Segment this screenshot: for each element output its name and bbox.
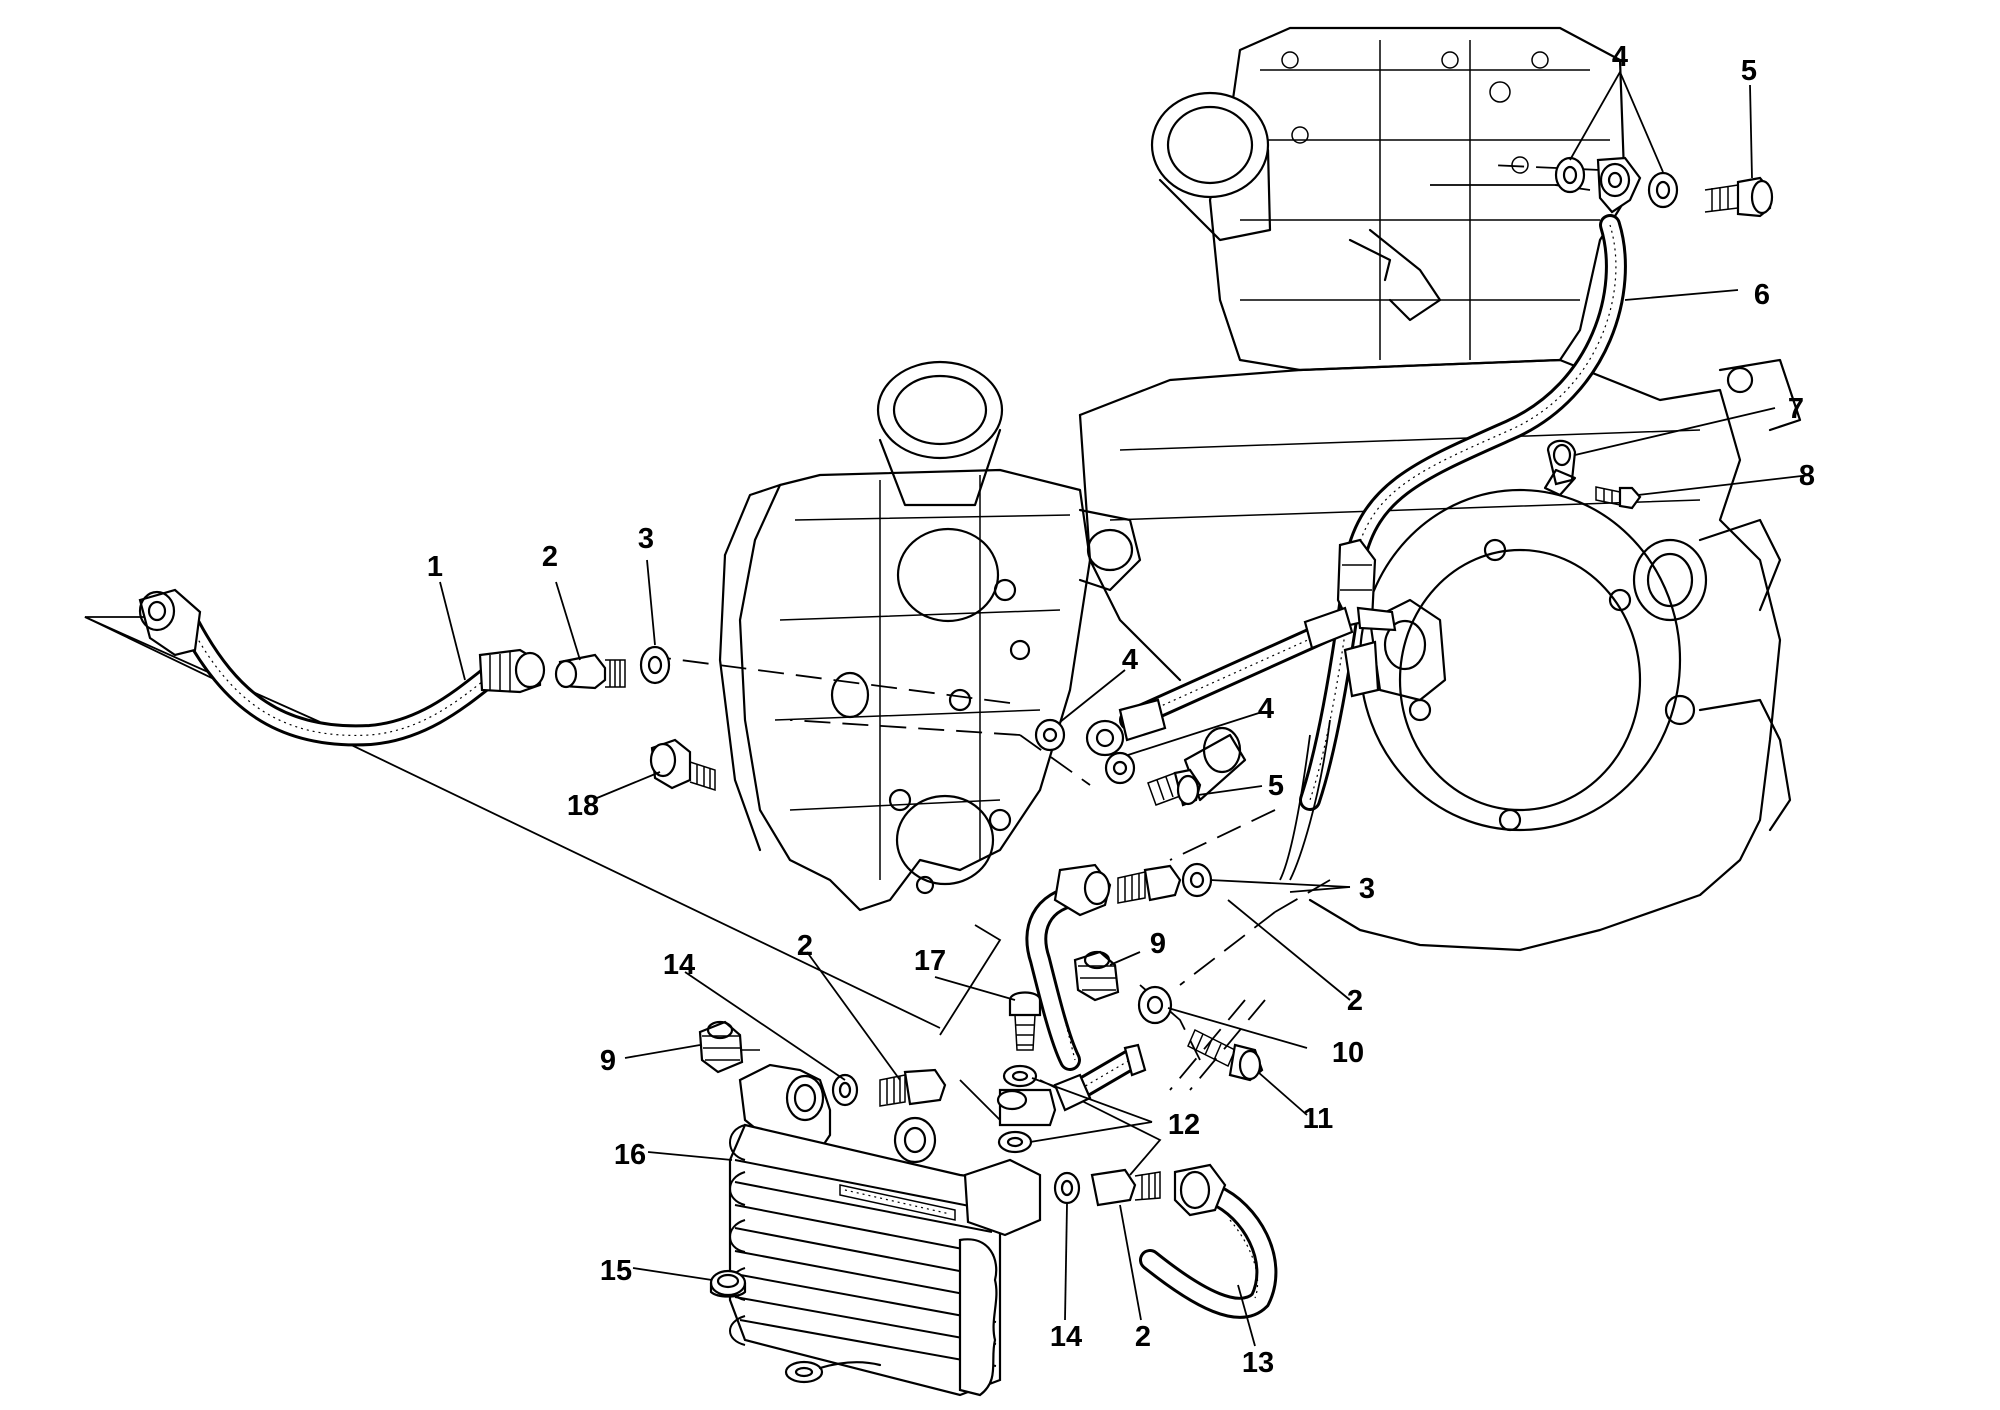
oil-hose-6 [1085,156,1642,881]
callout-4-top: 4 [1612,41,1628,73]
callout-14-lower: 14 [1050,1321,1082,1353]
banjo-bolt-5-upper [1704,176,1774,218]
rubber-grommet-15 [709,1269,747,1298]
callout-7: 7 [1788,393,1804,425]
callout-9-upper: 9 [1150,928,1166,960]
callout-15: 15 [600,1255,632,1287]
sealing-washer-14-upper [831,1073,859,1107]
screw-8 [1595,486,1642,510]
oil-hose-13 [1139,1163,1278,1319]
union-fitting-2-lower [1090,1168,1161,1207]
union-fitting-2-left [554,653,626,690]
banjo-12-elbow [996,1088,1057,1127]
callout-2-lower-left: 2 [797,930,813,962]
callout-9-lower: 9 [600,1045,616,1077]
oil-hose-1 [138,588,546,747]
callout-17: 17 [914,945,946,977]
washer-4-lower-right [1104,751,1136,785]
callout-11: 11 [1303,1103,1334,1135]
callout-1: 1 [427,551,443,583]
callout-labels: 1 2 3 4 5 6 7 8 4 4 5 18 3 2 9 17 10 2 1… [427,41,1815,1379]
callout-10: 10 [1332,1037,1364,1069]
union-fitting-2-center [1117,864,1182,904]
callout-5-middle: 5 [1268,770,1284,802]
washer-12-upper [1002,1064,1038,1088]
washer-4-upper-right [1647,171,1679,209]
oil-cooler-16 [728,1063,1042,1397]
sealing-washer-14-lower [1053,1171,1081,1205]
callout-18: 18 [567,790,599,822]
pressure-valve-9-upper [1073,950,1120,1002]
callout-4-middle-lower: 4 [1258,693,1274,725]
sealing-washer-3-center [1181,862,1213,898]
callout-12: 12 [1168,1109,1200,1141]
engine-block-illustration [718,26,1802,952]
callout-3-center: 3 [1359,873,1375,905]
callout-13: 13 [1242,1347,1274,1379]
pressure-valve-9-lower [698,1020,760,1074]
washer-4-upper-left [1554,156,1586,194]
callout-16: 16 [614,1139,646,1171]
callout-leader-lines [439,69,1811,1347]
callout-2-lower: 2 [1135,1321,1151,1353]
bolt-11 [1187,1028,1264,1082]
hose-1-nut [478,648,546,694]
hose-1-banjo-end [138,588,202,657]
oil-hose-13-upper-elbow [1025,863,1112,1071]
banjo-bolt-5-lower [1147,768,1202,807]
callout-3-top-left: 3 [638,523,654,555]
washer-4-lower-left [1034,718,1066,752]
callout-2-top-left: 2 [542,541,558,573]
spacer-10 [1137,985,1173,1025]
washer-12-lower [997,1130,1033,1154]
callout-4-middle-upper: 4 [1122,644,1138,676]
callout-5-top: 5 [1741,55,1757,87]
union-fitting-2-lower-left [879,1068,947,1107]
bolt-18 [649,738,716,792]
callout-2-center: 2 [1347,985,1363,1017]
hose-clamp-7 [1543,439,1577,497]
callout-6: 6 [1754,279,1770,311]
bolt-17 [1008,991,1042,1051]
callout-14-upper: 14 [663,949,695,981]
sealing-washer-3-left [639,645,671,685]
hose-6-banjo-end [1596,156,1642,214]
callout-8: 8 [1799,460,1815,492]
